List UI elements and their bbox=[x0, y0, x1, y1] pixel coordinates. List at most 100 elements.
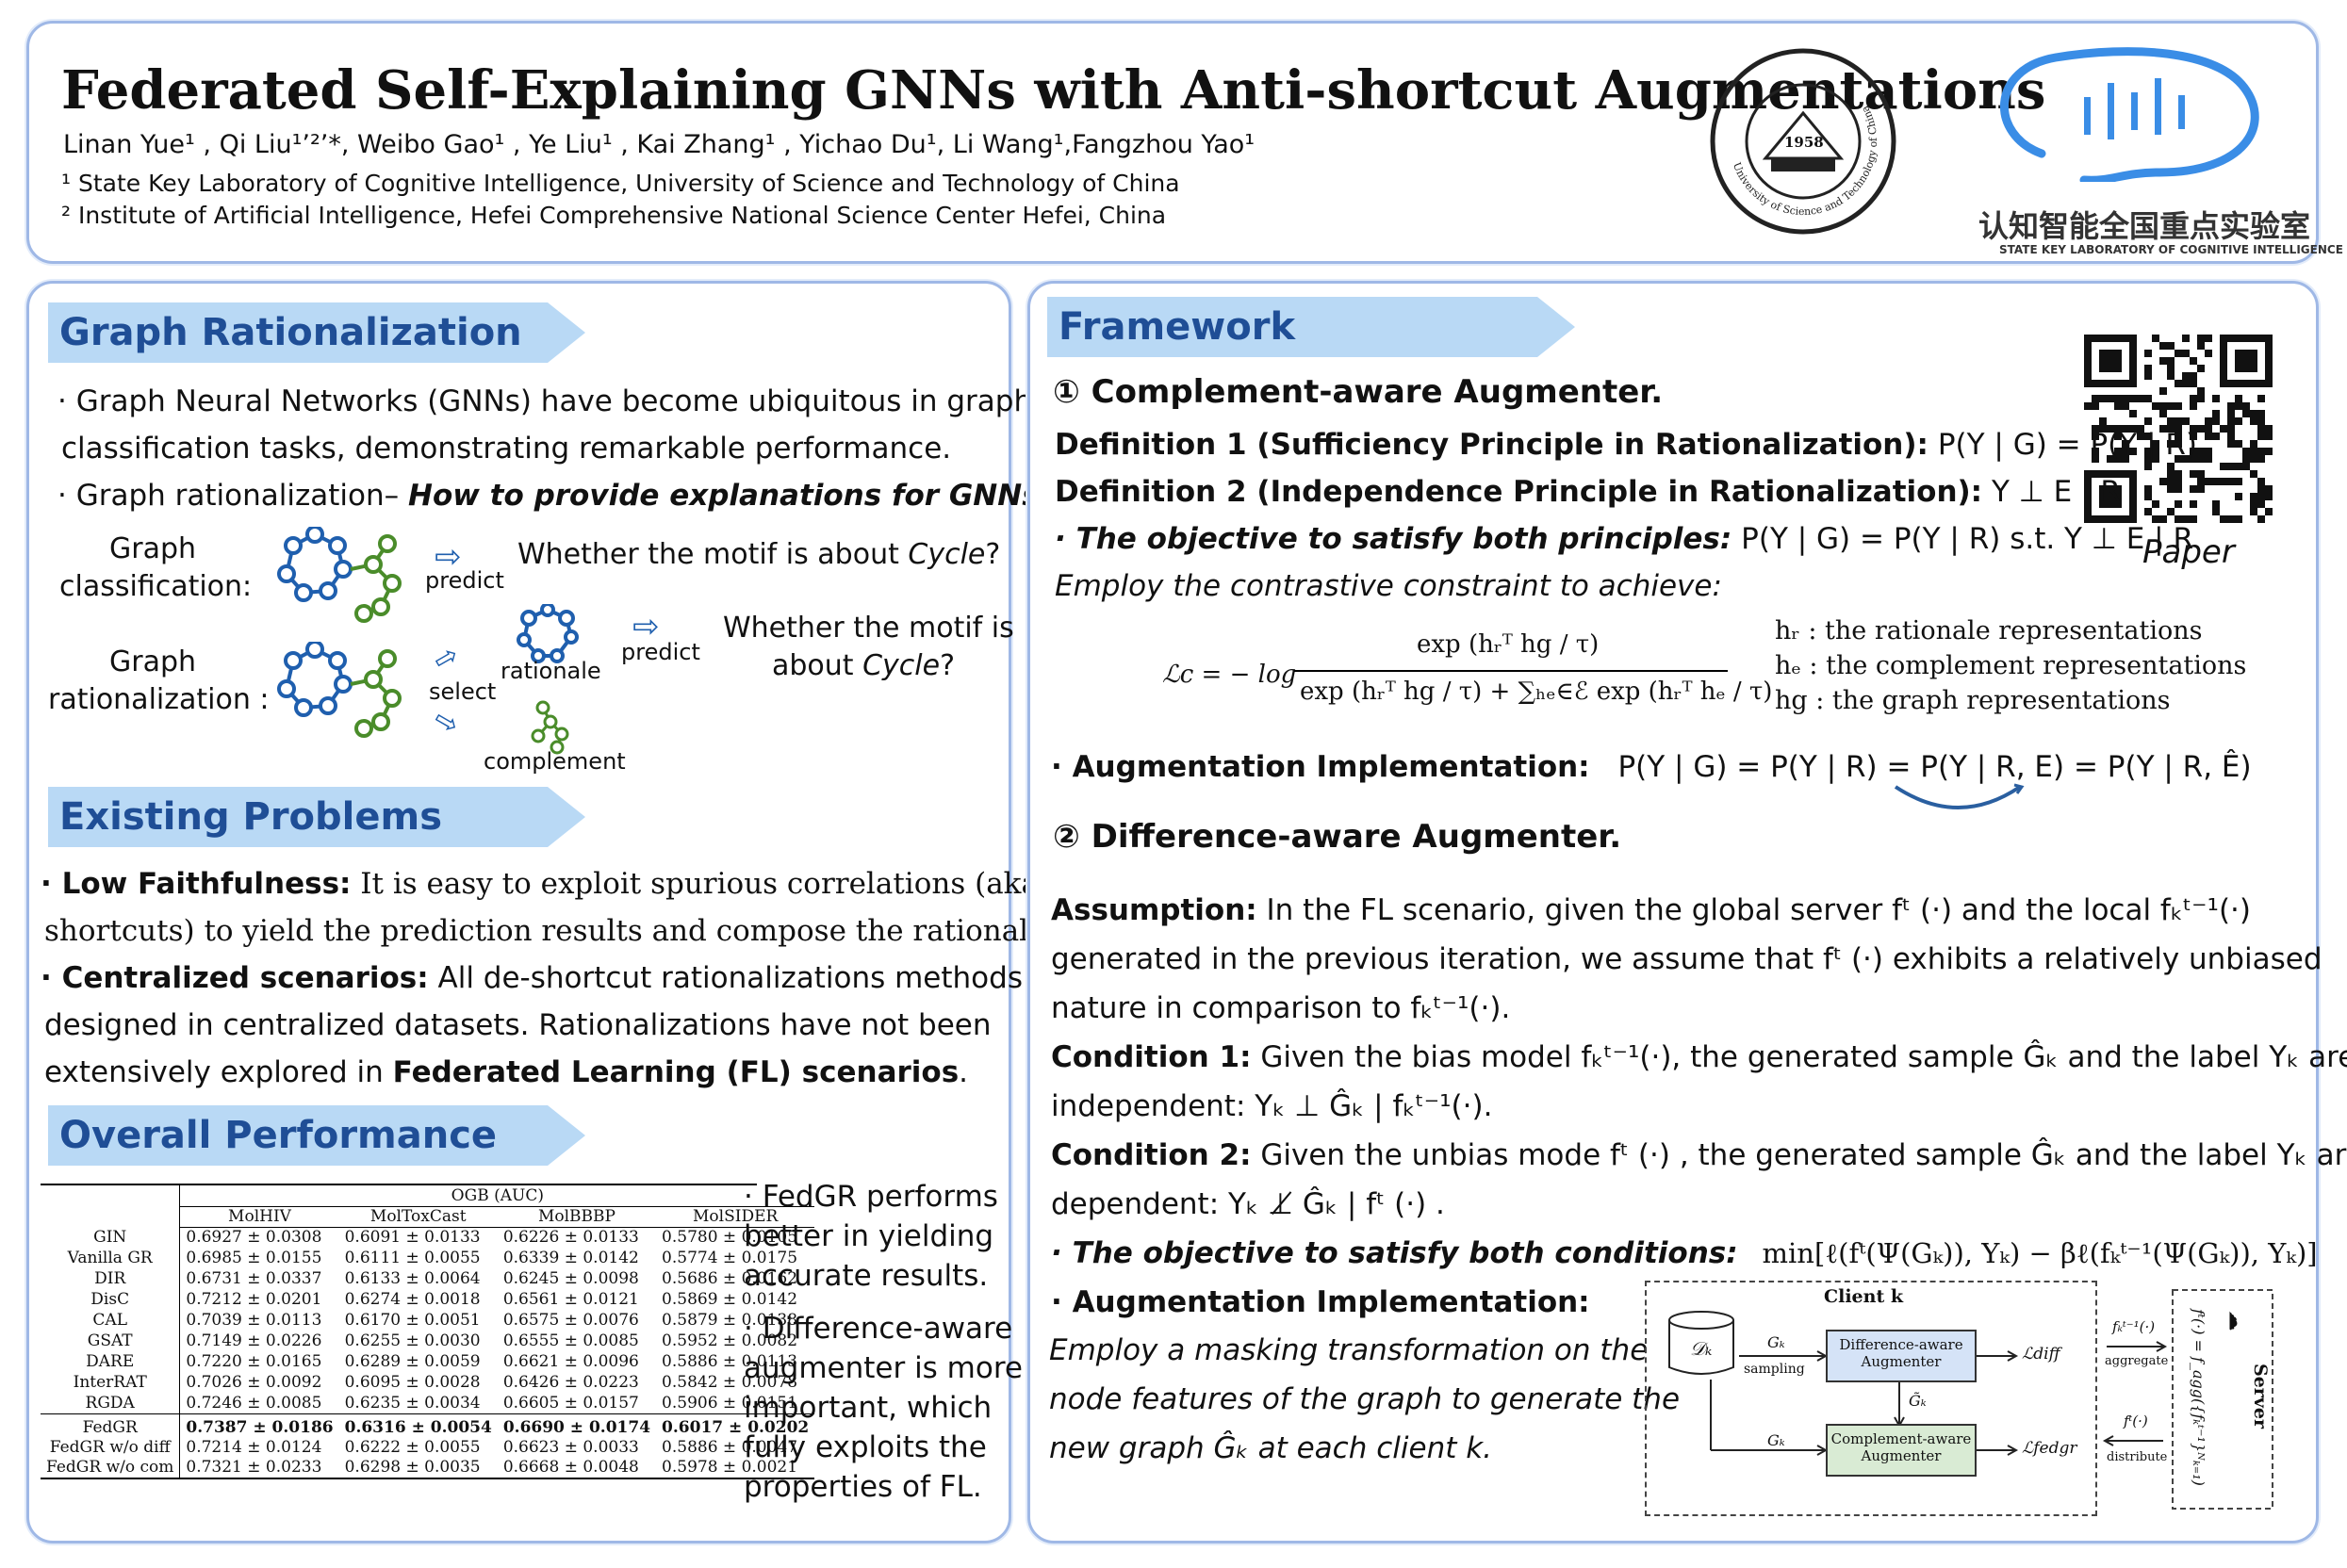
graph-classification-label-2: classification: bbox=[59, 570, 253, 603]
question-1-cycle: Cycle bbox=[908, 538, 986, 571]
ustc-year: 1958 bbox=[1784, 134, 1824, 151]
table-cell: 0.5952 ± 0.0082 bbox=[662, 1331, 798, 1350]
arrow-predict-1: ⇨ bbox=[435, 538, 462, 576]
note-line: fully exploits the bbox=[744, 1430, 987, 1464]
table-cell: 0.7214 ± 0.0124 bbox=[186, 1437, 322, 1457]
section-heading-graph-rationalization: Graph Rationalization bbox=[48, 302, 585, 363]
objective-1: · The objective to satisfy both principl… bbox=[1055, 515, 2193, 563]
arrow-select-up: ⇨ bbox=[427, 638, 466, 678]
question-1-end: ? bbox=[985, 538, 1001, 571]
table-cell: 0.6298 ± 0.0035 bbox=[338, 1457, 498, 1479]
table-cell: 0.5842 ± 0.0078 bbox=[662, 1373, 798, 1392]
hg-definition: hg : the graph representations bbox=[1775, 686, 2171, 715]
augmentation-1: · Augmentation Implementation: P(Y | G) … bbox=[1051, 743, 2252, 791]
table-column-header: MolSIDER bbox=[656, 1206, 815, 1228]
assumption-text-a: In the FL scenario, given the global ser… bbox=[1256, 893, 2252, 927]
table-row-name: FedGR w/o com bbox=[41, 1457, 181, 1479]
predict-label-2: predict bbox=[621, 639, 700, 665]
gk-tilde-label: G̃ₖ bbox=[1909, 1392, 1927, 1410]
qr-caption: Paper bbox=[2142, 533, 2235, 571]
section-heading-overall-performance: Overall Performance bbox=[48, 1105, 585, 1166]
table-group-header: OGB (AUC) bbox=[179, 1185, 815, 1207]
complement-aware-title: ① Complement-aware Augmenter. bbox=[1053, 373, 1664, 411]
select-label: select bbox=[429, 678, 497, 705]
paper-qr-code bbox=[2084, 335, 2273, 523]
table-cell: 0.6235 ± 0.0034 bbox=[344, 1393, 481, 1413]
augmentation-2-text: Employ a masking transformation on the no… bbox=[1049, 1326, 1680, 1473]
table-cell: 0.5686 ± 0.0162 bbox=[662, 1269, 798, 1288]
f-t-label: fᵗ(·) bbox=[2124, 1413, 2148, 1429]
assumption-line-2: generated in the previous iteration, we … bbox=[1051, 942, 2322, 976]
he-definition: hₑ : the complement representations bbox=[1775, 651, 2247, 680]
note-line: properties of FL. bbox=[744, 1470, 982, 1504]
definition-1-head: Definition 1 (Sufficiency Principle in R… bbox=[1055, 428, 1928, 462]
loss-lhs: ℒc = − log bbox=[1162, 661, 1297, 689]
loss-denominator: exp (hᵣᵀ hg / τ) + ∑ₕₑ∈ℰ exp (hᵣᵀ hₑ / τ… bbox=[1300, 678, 1773, 706]
table-cell: 0.6133 ± 0.0064 bbox=[344, 1269, 481, 1288]
table-cell: 0.6339 ± 0.0142 bbox=[502, 1249, 639, 1267]
problem-2-line-2: designed in centralized datasets. Ration… bbox=[44, 1008, 992, 1042]
question-1: Whether the motif is about Cycle? bbox=[517, 536, 1000, 574]
question-1-text: Whether the motif is about bbox=[517, 538, 909, 571]
objective-1-head: · The objective to satisfy both principl… bbox=[1055, 522, 1732, 556]
graph-molecule-classification bbox=[270, 525, 411, 634]
augmentation-2-head: · Augmentation Implementation: bbox=[1051, 1285, 1590, 1319]
table-cell: 0.6605 ± 0.0157 bbox=[502, 1393, 639, 1413]
header-panel: Federated Self-Explaining GNNs with Anti… bbox=[26, 21, 2343, 264]
arrow-predict-2: ⇨ bbox=[632, 608, 660, 645]
gk-bottom-label: Gₖ bbox=[1767, 1431, 1785, 1449]
problem-1-line-2: shortcuts) to yield the prediction resul… bbox=[44, 914, 1071, 948]
assumption-line-1: Assumption: In the FL scenario, given th… bbox=[1051, 887, 2251, 934]
table-cell: 0.6985 ± 0.0155 bbox=[186, 1249, 322, 1267]
problem-1-head: · Low Faithfulness: bbox=[41, 867, 352, 901]
note-line: · FedGR performs bbox=[744, 1180, 998, 1214]
table-column-header: MolHIV bbox=[179, 1206, 339, 1228]
section-heading-framework: Framework bbox=[1047, 297, 1575, 357]
table-cell: 0.7149 ± 0.0226 bbox=[186, 1331, 322, 1350]
problem-2-head: · Centralized scenarios: bbox=[41, 961, 429, 995]
condition-1-line-2: independent: Yₖ ⊥ Ĝₖ | fₖᵗ⁻¹(·). bbox=[1051, 1089, 1493, 1123]
rationalization-bullet-2: · Graph rationalization– How to provide … bbox=[57, 472, 1057, 519]
table-cell: 0.6289 ± 0.0059 bbox=[344, 1352, 481, 1371]
table-cell: 0.5886 ± 0.0113 bbox=[662, 1352, 798, 1371]
objective-2-eq: min[ℓ(fᵗ(Ψ(Gₖ)), Yₖ) − βℓ(fₖᵗ⁻¹(Ψ(Gₖ)), … bbox=[1762, 1237, 2318, 1269]
rationalization-bullet-1a: · Graph Neural Networks (GNNs) have beco… bbox=[57, 384, 1033, 418]
difference-aware-augmenter-box: Difference-aware Augmenter bbox=[1826, 1330, 1977, 1382]
lab-logo: 认知智能全国重点实验室 STATE KEY LABORATORY OF COGN… bbox=[1971, 41, 2343, 257]
table-cell: 0.6222 ± 0.0055 bbox=[344, 1437, 481, 1457]
assumption-head: Assumption: bbox=[1051, 893, 1257, 927]
table-cell: 0.6731 ± 0.0337 bbox=[186, 1269, 322, 1288]
augmentation-2-line: node features of the graph to generate t… bbox=[1049, 1382, 1681, 1416]
bullet-2-question: How to provide explanations for GNNs? bbox=[408, 479, 1057, 513]
graph-rationalization-label-1: Graph bbox=[109, 645, 197, 678]
contrastive-intro: Employ the contrastive constraint to ach… bbox=[1055, 569, 1722, 603]
table-row-name: DisC bbox=[41, 1289, 181, 1310]
augmentation-2-line: Employ a masking transformation on the bbox=[1049, 1333, 1649, 1367]
lab-name-cn: 认知智能全国重点实验室 bbox=[1978, 208, 2311, 244]
table-cell: 0.6316 ± 0.0054 bbox=[338, 1413, 498, 1437]
table-column-header: MolToxCast bbox=[338, 1206, 498, 1228]
table-cell: 0.7212 ± 0.0201 bbox=[186, 1290, 322, 1309]
table-cell: 0.6668 ± 0.0048 bbox=[497, 1457, 657, 1479]
table-cell: 0.7246 ± 0.0085 bbox=[186, 1393, 322, 1413]
server-equation: fᵗ(·) = f_agg({fₖᵗ⁻¹}ᴺₖ₌₁) bbox=[2190, 1309, 2207, 1486]
diagram-connectors bbox=[1668, 1289, 2273, 1510]
graph-classification-label-1: Graph bbox=[109, 532, 197, 565]
loss-fraction-bar bbox=[1294, 670, 1728, 672]
note-line: accurate results. bbox=[744, 1259, 989, 1293]
table-row-name: DARE bbox=[41, 1351, 181, 1372]
table-row-name: RGDA bbox=[41, 1393, 181, 1413]
table-row-name: FedGR w/o diff bbox=[41, 1436, 181, 1458]
table-cell: 0.6095 ± 0.0028 bbox=[344, 1373, 481, 1392]
assumption-line-3: nature in comparison to fₖᵗ⁻¹(·). bbox=[1051, 991, 1511, 1025]
problem-1-head-text: Low Faithfulness: bbox=[61, 867, 352, 901]
client-label: Client k bbox=[1824, 1286, 1904, 1307]
